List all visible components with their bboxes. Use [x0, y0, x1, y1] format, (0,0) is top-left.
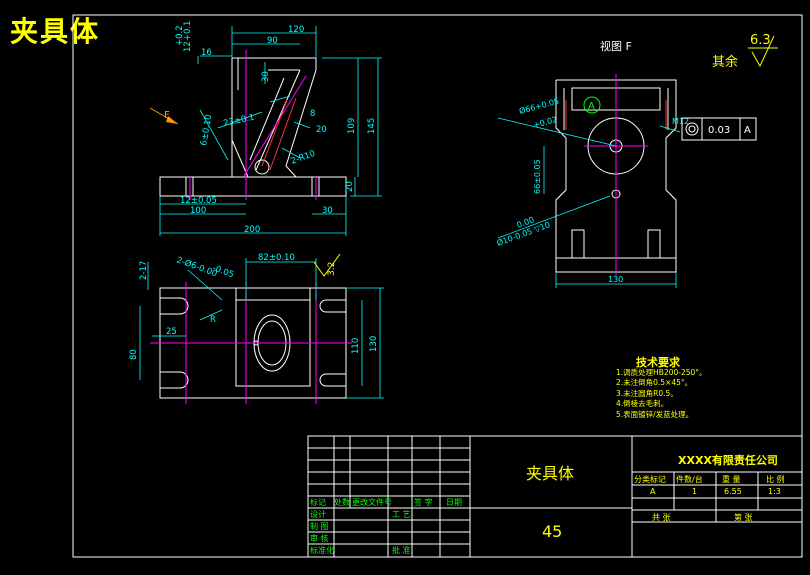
title-part-name: 夹具体 — [526, 464, 575, 483]
tb-header-0: 标记 — [310, 498, 326, 507]
datum-A: A — [583, 96, 601, 114]
roughness-symbol: 3.2 — [313, 253, 341, 277]
dim-82: 82±0.10 — [258, 253, 295, 263]
dim-tol-plus: +0.2 — [175, 25, 185, 46]
dim-66-v: 66±0.05 — [533, 159, 542, 194]
tech-req-title: 技术要求 — [636, 356, 680, 369]
tb-row-check: 审 核 — [310, 534, 329, 543]
front-view-dims — [159, 26, 382, 236]
title-block — [307, 435, 803, 558]
dim-12: 12±0.05 — [180, 196, 217, 206]
dim-8: 8 — [310, 109, 315, 119]
dim-110: 110 — [351, 338, 361, 354]
tb-header-4: 日期 — [446, 498, 462, 507]
dim-109: 109 — [347, 118, 357, 134]
tb-header-2: 更改文件号 — [352, 498, 392, 507]
title-material: 45 — [542, 522, 563, 541]
tb-header-3: 签 字 — [414, 498, 433, 507]
dim-30: 30 — [322, 206, 333, 216]
tb-info-v0: A — [650, 487, 656, 496]
dim-120: 120 — [288, 25, 304, 35]
tb-info-h3: 比 例 — [766, 475, 785, 484]
dim-66-a: Ø66+0.05 — [518, 96, 560, 116]
tb-row-std: 标准化 — [310, 546, 334, 555]
view-arrow-F: F — [149, 107, 179, 125]
dim-m12: M12 — [672, 117, 689, 126]
front-view-centerlines — [189, 50, 317, 200]
tech-req-line: 5.表面镀锌/发蓝处理。 — [616, 409, 694, 419]
dim-30-top: 30 — [261, 71, 271, 82]
dim-2-17: 2-17 — [139, 261, 149, 280]
tb-process: 工 艺 — [392, 510, 411, 519]
tolerance-ref: A — [744, 125, 751, 136]
dim-145: 145 — [367, 118, 377, 134]
tb-info-h2: 重 量 — [722, 475, 741, 484]
label-F: F — [164, 110, 170, 121]
dim-20-b: 20 — [345, 181, 355, 192]
dim-66-b: +0.02 — [532, 115, 558, 130]
dim-12-tol: 12+0.1 — [183, 21, 193, 52]
tb-sheet-no: 第 张 — [734, 513, 753, 522]
tb-info-v2: 6.55 — [724, 487, 742, 496]
dim-16: 16 — [201, 48, 212, 58]
side-view-centerlines — [565, 74, 667, 276]
tech-req-line: 2.未注倒角0.5×45°。 — [616, 378, 693, 388]
dim-25: 25 — [166, 327, 177, 337]
tech-req-line: 1.调质处理HB200-250°。 — [616, 368, 707, 377]
tb-row-design: 设计 — [310, 510, 326, 519]
tb-info-v3: 1:3 — [768, 487, 781, 496]
view-label: 视图 F — [600, 39, 632, 53]
surface-finish-prefix: 其余 — [712, 54, 738, 70]
dim-80: 80 — [129, 349, 139, 360]
dim-23: 23±0.1 — [223, 113, 256, 129]
tb-info-v1: 1 — [692, 487, 698, 496]
tech-req-line: 3.未注圆角R0.5。 — [616, 388, 678, 398]
dim-200: 200 — [244, 225, 260, 235]
roughness-value: 3.2 — [327, 262, 337, 276]
dim-6: 6±0.10 — [199, 114, 214, 147]
drawing-title: 夹具体 — [10, 15, 101, 48]
dim-90: 90 — [267, 36, 278, 46]
tech-req-list: 1.调质处理HB200-250°。 2.未注倒角0.5×45°。 3.未注圆角R… — [616, 368, 707, 420]
dim-100: 100 — [190, 206, 206, 216]
tb-row-draw: 制 图 — [310, 522, 329, 531]
dim-20-a: 20 — [316, 125, 327, 135]
tolerance-frame: 0.03 A — [681, 117, 757, 141]
tech-req-line: 4.倒棱去毛刺。 — [616, 399, 669, 409]
dim-130: 130 — [369, 336, 379, 352]
surface-finish-symbol: 6.3 其余 — [712, 33, 778, 70]
title-company: XXXX有限责任公司 — [678, 454, 778, 467]
side-view-dims — [497, 117, 681, 288]
dim-130-side: 130 — [608, 275, 623, 284]
tb-header-1: 处数 — [334, 498, 350, 507]
tb-sheet-total: 共 张 — [652, 513, 671, 522]
tb-approve: 批 准 — [392, 546, 411, 555]
tb-info-h1: 件数/台 — [676, 475, 703, 484]
dim-r10: 2-R10 — [290, 149, 317, 167]
tb-info-h0: 分类标记 — [634, 475, 666, 484]
datum-A-label: A — [588, 101, 595, 112]
tolerance-value: 0.03 — [708, 125, 730, 136]
dim-r: R — [210, 315, 216, 325]
top-view-centerlines — [150, 282, 352, 404]
front-view-hidden — [261, 97, 297, 171]
surface-finish-value: 6.3 — [750, 33, 771, 48]
